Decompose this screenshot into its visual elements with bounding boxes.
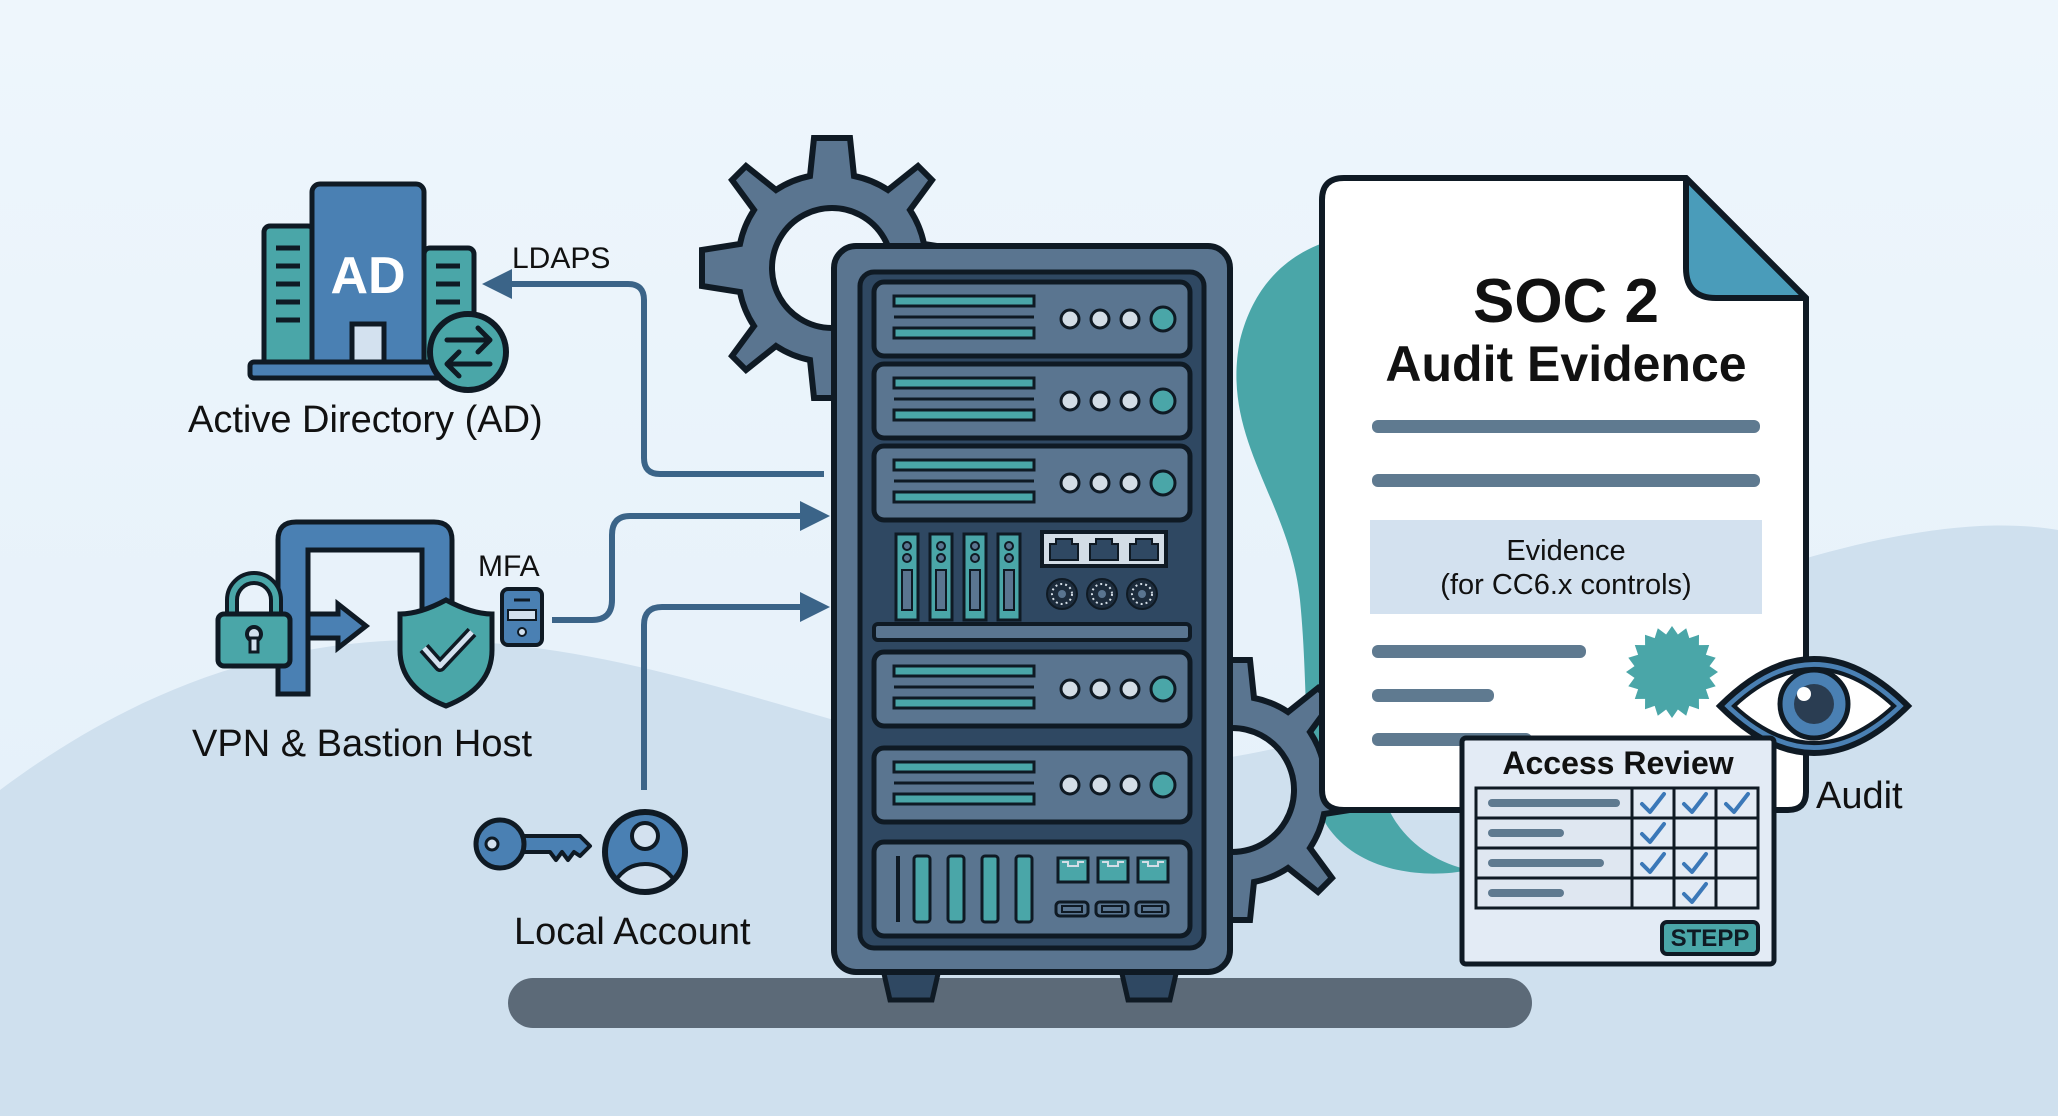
stepp-button-label: STEPP xyxy=(1671,925,1750,952)
active-directory-group: AD LDAPS Active Directory (AD) xyxy=(188,181,610,441)
document-title: SOC 2 xyxy=(1473,267,1659,336)
status-led-icon xyxy=(1149,469,1177,497)
vpn-bastion-label: VPN & Bastion Host xyxy=(192,723,532,765)
evidence-line-1: Evidence xyxy=(1506,535,1625,567)
mfa-token-icon xyxy=(500,587,544,647)
access-review-title: Access Review xyxy=(1502,745,1733,781)
seal-badge-icon xyxy=(1626,626,1718,718)
padlock-icon xyxy=(215,571,293,669)
status-led-icon xyxy=(1059,472,1081,494)
sync-arrows-icon xyxy=(427,311,509,393)
status-led-icon xyxy=(1089,390,1111,412)
checkbox-cell[interactable] xyxy=(1672,846,1718,880)
status-led-icon xyxy=(1059,774,1081,796)
arrow-vpn-to-server xyxy=(552,501,830,623)
table-row xyxy=(1474,816,1760,850)
evidence-highlight xyxy=(1370,520,1762,614)
rack-unit xyxy=(871,279,1193,359)
vent-slot xyxy=(1014,854,1034,924)
text-line xyxy=(1372,420,1760,433)
text-line xyxy=(1372,689,1494,702)
usb-port-icon xyxy=(1094,900,1130,918)
audit-label: Audit xyxy=(1816,775,1903,817)
status-led-icon xyxy=(1119,472,1141,494)
arrow-server-to-ad xyxy=(482,269,824,477)
eye-icon xyxy=(1715,656,1913,756)
checkmark-icon xyxy=(1682,792,1708,814)
ethernet-port-icon xyxy=(1129,538,1159,561)
checkbox-cell[interactable] xyxy=(1672,876,1718,910)
checkbox-cell[interactable] xyxy=(1714,786,1760,820)
status-led-icon xyxy=(1059,390,1081,412)
table-row xyxy=(1474,876,1760,910)
checkmark-icon xyxy=(1682,882,1708,904)
active-directory-label: Active Directory (AD) xyxy=(188,399,543,441)
checkmark-icon xyxy=(1640,852,1666,874)
table-row xyxy=(1474,846,1760,880)
vent-slot xyxy=(946,854,966,924)
document-subtitle: Audit Evidence xyxy=(1385,336,1746,392)
status-led-icon xyxy=(1089,472,1111,494)
checkbox-cell[interactable] xyxy=(1630,816,1676,850)
connection-arrows xyxy=(482,269,830,790)
user-avatar-icon xyxy=(602,809,688,895)
rack-unit xyxy=(871,443,1193,523)
stepp-button[interactable] xyxy=(1660,920,1760,956)
status-led-icon xyxy=(1059,678,1081,700)
ldaps-label: LDAPS xyxy=(512,242,610,275)
key-icon xyxy=(473,817,592,871)
checkbox-cell[interactable] xyxy=(1630,786,1676,820)
checkmark-icon xyxy=(1682,852,1708,874)
rack-unit xyxy=(871,839,1193,939)
arrow-local-to-server xyxy=(641,592,830,790)
vent-slot xyxy=(912,854,932,924)
usb-port-icon xyxy=(1054,900,1090,918)
checkmark-icon xyxy=(1640,792,1666,814)
rack-unit xyxy=(871,361,1193,441)
status-led-icon xyxy=(1149,305,1177,333)
status-led-icon xyxy=(1119,308,1141,330)
checkbox-cell[interactable] xyxy=(1672,786,1718,820)
status-led-icon xyxy=(1089,774,1111,796)
shield-check-icon xyxy=(397,597,495,709)
vpn-bastion-group: MFA VPN & Bastion Host xyxy=(192,519,544,765)
checkbox-cell[interactable] xyxy=(1714,876,1760,910)
status-led-icon xyxy=(1089,308,1111,330)
checkbox-cell[interactable] xyxy=(1630,876,1676,910)
status-led-icon xyxy=(1089,678,1111,700)
checkmark-icon xyxy=(1640,822,1666,844)
evidence-line-2: (for CC6.x controls) xyxy=(1440,569,1691,601)
text-line xyxy=(1372,645,1586,658)
usb-port-icon xyxy=(1134,900,1170,918)
server-rack-icon xyxy=(831,243,1233,1003)
local-account-group: Local Account xyxy=(473,809,751,953)
access-review-panel: Access Review STEPP xyxy=(1459,735,1777,967)
status-led-icon xyxy=(1149,387,1177,415)
rack-unit xyxy=(871,745,1193,825)
vent-slot xyxy=(980,854,1000,924)
checkbox-cell[interactable] xyxy=(1714,816,1760,850)
text-line xyxy=(1372,474,1760,487)
local-account-label: Local Account xyxy=(514,911,751,953)
table-row xyxy=(1474,786,1760,820)
rack-unit xyxy=(871,649,1193,729)
status-led-icon xyxy=(1119,390,1141,412)
status-led-icon xyxy=(1119,678,1141,700)
building-label: AD xyxy=(330,247,405,305)
ethernet-port-icon xyxy=(1049,538,1079,561)
rack-unit xyxy=(872,530,1192,642)
checkmark-icon xyxy=(1724,792,1750,814)
ethernet-port-icon xyxy=(1089,538,1119,561)
status-led-icon xyxy=(1149,675,1177,703)
base-platform xyxy=(508,978,1532,1028)
checkbox-cell[interactable] xyxy=(1672,816,1718,850)
status-led-icon xyxy=(1149,771,1177,799)
status-led-icon xyxy=(1059,308,1081,330)
checkbox-cell[interactable] xyxy=(1714,846,1760,880)
checkbox-cell[interactable] xyxy=(1630,846,1676,880)
mfa-label: MFA xyxy=(478,550,540,583)
status-led-icon xyxy=(1119,774,1141,796)
